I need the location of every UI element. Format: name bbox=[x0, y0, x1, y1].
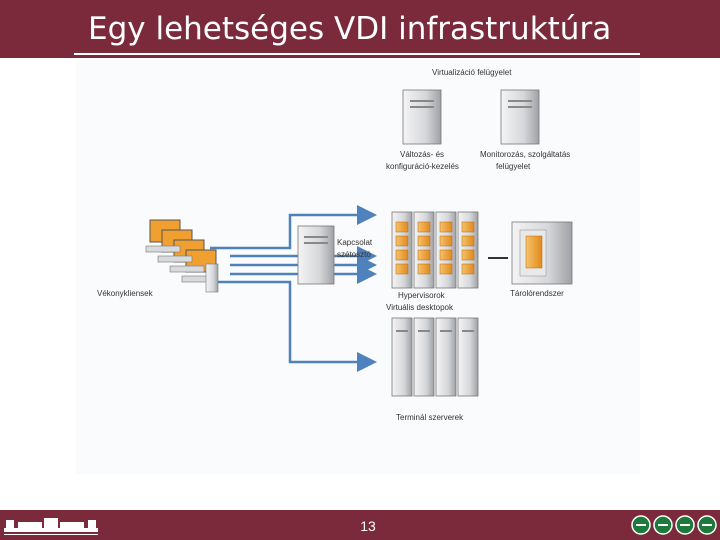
virtual-desktop-blocks bbox=[395, 221, 475, 275]
label-broker-1: Kapcsolat bbox=[337, 238, 373, 247]
label-config-mgmt-2: konfiguráció-kezelés bbox=[386, 162, 459, 171]
label-monitoring-2: felügyelet bbox=[496, 162, 531, 171]
terminal-servers-icon bbox=[391, 317, 479, 397]
label-virtualization-header: Virtualizáció felügyelet bbox=[432, 68, 512, 77]
label-storage: Tárolórendszer bbox=[510, 289, 564, 298]
label-broker-2: szétosztó bbox=[337, 250, 371, 259]
hypervisor-servers-icon bbox=[391, 211, 479, 289]
slide-title: Egy lehetséges VDI infrastruktúra bbox=[88, 11, 612, 47]
broker-server-icon bbox=[297, 225, 335, 285]
thin-clients-icon bbox=[145, 219, 219, 293]
monitoring-server-icon bbox=[500, 89, 540, 145]
arrow-to-terminal bbox=[210, 280, 377, 372]
page-number: 13 bbox=[360, 518, 376, 534]
label-thin-clients: Vékonykliensek bbox=[97, 289, 154, 298]
label-hypervisors-2: Virtuális desktopok bbox=[386, 303, 454, 312]
faculty-logo-icons bbox=[631, 515, 717, 535]
title-bar: Egy lehetséges VDI infrastruktúra bbox=[0, 0, 720, 58]
storage-array-icon bbox=[511, 221, 573, 285]
label-config-mgmt-1: Változás- és bbox=[400, 150, 444, 159]
config-server-icon bbox=[402, 89, 442, 145]
footer-bar: 13 bbox=[0, 510, 720, 540]
university-building-logo-icon bbox=[4, 518, 98, 535]
title-underline bbox=[74, 53, 640, 55]
arrow-to-broker bbox=[210, 205, 377, 250]
label-hypervisors-1: Hypervisorok bbox=[398, 291, 446, 300]
vdi-diagram: Virtualizáció felügyelet Változás- és ko… bbox=[76, 60, 640, 474]
label-terminal-servers: Terminál szerverek bbox=[396, 413, 464, 422]
label-monitoring-1: Monitorozás, szolgáltatás bbox=[480, 150, 570, 159]
